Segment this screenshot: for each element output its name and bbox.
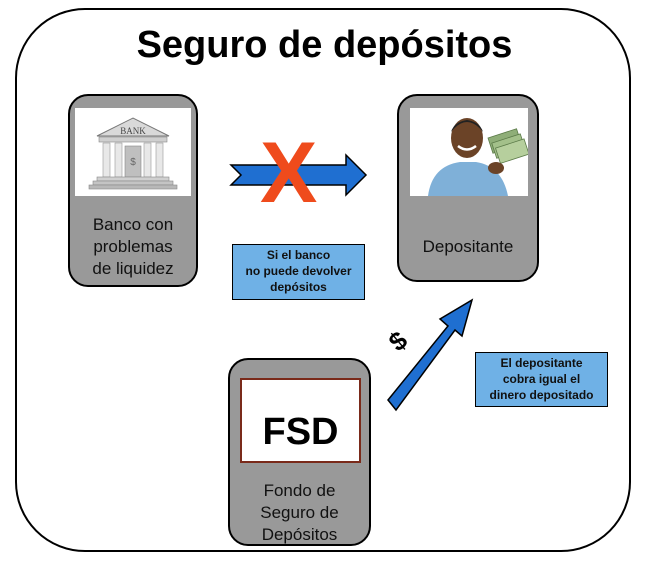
blocked-cross-icon: X (260, 125, 318, 221)
bank-fail-callout: Si el banco no puede devolver depósitos (232, 244, 365, 300)
bank-label-line-1: Banco con (92, 215, 174, 234)
bank-sign-text: BANK (120, 126, 146, 136)
bank-label-line-3: de liquidez (92, 259, 174, 278)
bank-fail-line-3: depósitos (270, 280, 327, 294)
fund-acronym: FSD (262, 411, 339, 453)
fund-card: FSD Fondo de Seguro de Depósitos (228, 358, 371, 546)
diagram-title: Seguro de depósitos (136, 24, 513, 66)
fund-logo-box: FSD (240, 378, 361, 463)
bank-fail-line-2: no puede devolver (245, 264, 352, 278)
depositor-paid-line-1: El depositante (500, 356, 583, 370)
depositor-label: Depositante (422, 237, 514, 256)
fund-label-line-2: Seguro de (260, 503, 339, 522)
person-with-money-icon (428, 118, 530, 196)
depositor-image (410, 108, 530, 196)
bank-card: BANK $ Banco con problemas de liquidez (68, 94, 198, 287)
bank-icon: BANK $ (88, 117, 178, 190)
depositor-paid-callout: El depositante cobra igual el dinero dep… (475, 352, 608, 407)
fund-label-line-1: Fondo de (263, 481, 336, 500)
bank-fail-line-1: Si el banco (266, 248, 331, 262)
depositor-card: Depositante (397, 94, 539, 282)
fund-to-depositor-arrow (387, 298, 474, 412)
fund-label-line-3: Depósitos (261, 525, 338, 544)
depositor-paid-line-3: dinero depositado (489, 388, 594, 402)
bank-to-depositor-arrow (229, 153, 368, 197)
svg-text:$: $ (130, 157, 136, 168)
bank-image: BANK $ (75, 108, 191, 196)
depositor-paid-line-2: cobra igual el (502, 372, 581, 386)
bank-label-line-2: problemas (93, 237, 173, 256)
diagram-frame (15, 8, 631, 552)
